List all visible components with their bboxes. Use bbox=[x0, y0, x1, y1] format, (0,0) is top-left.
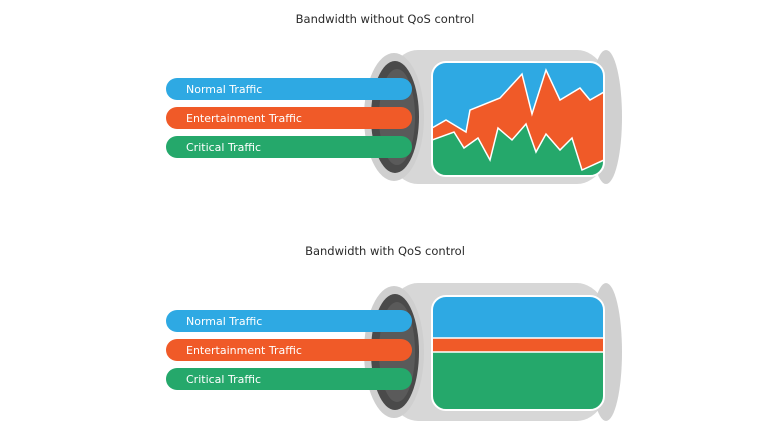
stream-critical-traffic: Critical Traffic bbox=[166, 136, 412, 158]
stream-entertainment-traffic: Entertainment Traffic bbox=[166, 339, 412, 361]
stream-label: Critical Traffic bbox=[186, 141, 261, 154]
stream-critical-traffic: Critical Traffic bbox=[166, 368, 412, 390]
critical-traffic-region bbox=[432, 352, 604, 410]
prioritized-traffic-content bbox=[432, 296, 604, 410]
stream-label: Entertainment Traffic bbox=[186, 344, 302, 357]
entertainment-traffic-region bbox=[432, 338, 604, 352]
critical-traffic-region bbox=[432, 122, 604, 176]
stream-label: Entertainment Traffic bbox=[186, 112, 302, 125]
stream-normal-traffic: Normal Traffic bbox=[166, 78, 412, 100]
mixed-traffic-content bbox=[432, 62, 604, 176]
diagram-title-without-qos: Bandwidth without QoS control bbox=[295, 12, 475, 26]
stream-entertainment-traffic: Entertainment Traffic bbox=[166, 107, 412, 129]
stream-label: Normal Traffic bbox=[186, 315, 262, 328]
normal-traffic-region bbox=[432, 296, 604, 338]
stream-normal-traffic: Normal Traffic bbox=[166, 310, 412, 332]
stream-label: Normal Traffic bbox=[186, 83, 262, 96]
stream-label: Critical Traffic bbox=[186, 373, 261, 386]
diagram-title-with-qos: Bandwidth with QoS control bbox=[305, 244, 465, 258]
